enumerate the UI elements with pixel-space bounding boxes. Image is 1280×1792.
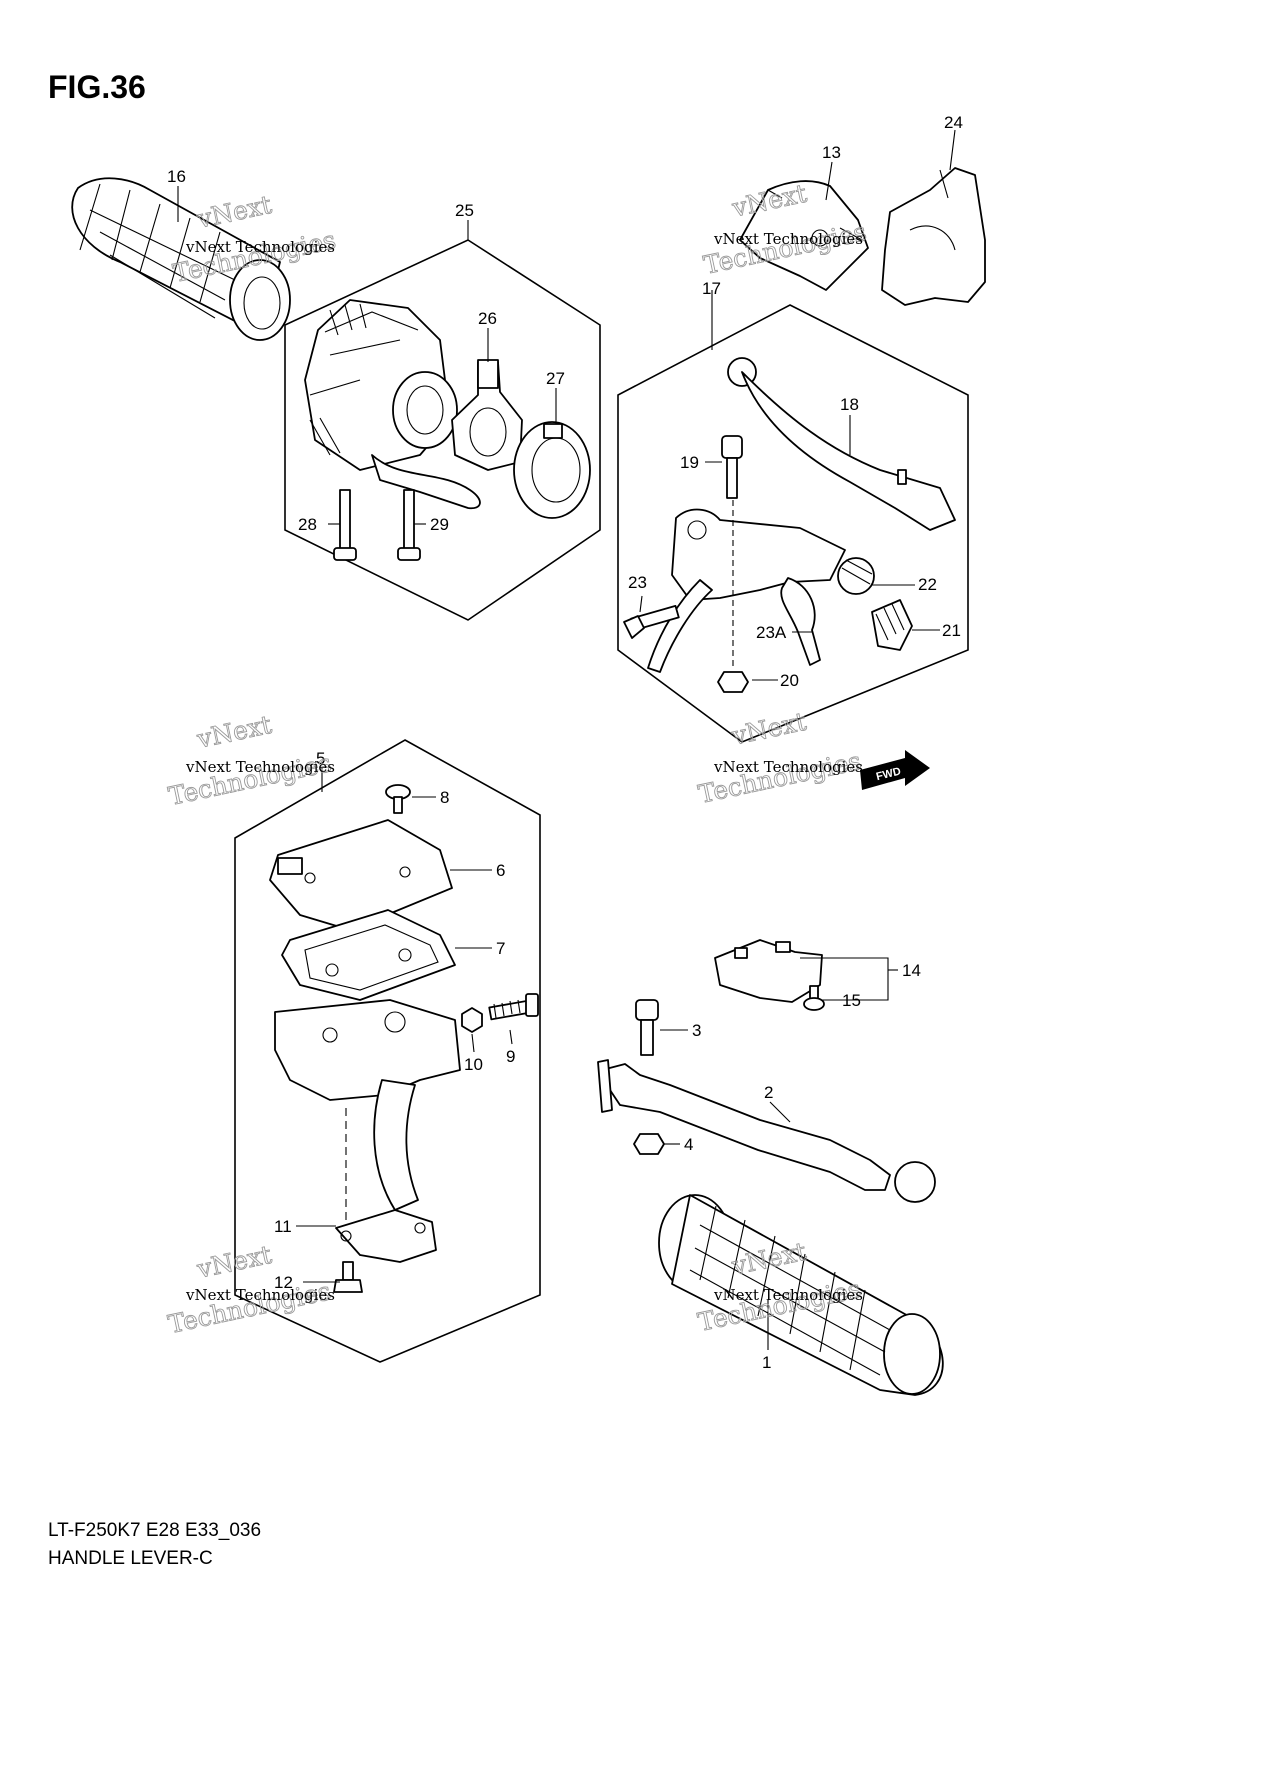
watermark-text: vNext Technologies [185, 238, 335, 256]
screw-15 [803, 985, 825, 1011]
master-cylinder-5 [274, 999, 461, 1211]
callout-23a: 23A [756, 623, 787, 642]
pivot-bolt-3 [635, 999, 659, 1056]
leader-lines [177, 129, 956, 1350]
callout-11: 11 [274, 1217, 292, 1236]
callout-4: 4 [684, 1135, 693, 1154]
watermark-text: vNext Technologies [185, 1286, 335, 1304]
watermark-text: vNext Technologies [185, 758, 335, 776]
callout-1: 1 [762, 1353, 771, 1372]
brake-lever-2 [597, 1059, 936, 1203]
model-code: LT-F250K7 E28 E33_036 [48, 1520, 261, 1541]
callout-13: 13 [822, 143, 841, 162]
bolt-12 [333, 1261, 363, 1293]
screw-29 [397, 489, 421, 561]
gasket-7 [281, 909, 456, 1001]
diagram-caption: HANDLE LEVER-C [48, 1548, 213, 1569]
adjuster-21 [871, 599, 913, 651]
cover-11 [335, 1209, 437, 1263]
callout-numbers: 16 25 26 27 28 29 13 24 17 18 19 20 21 2… [167, 113, 963, 1372]
group-outline-5 [234, 739, 541, 1363]
switch-housing-25 [304, 299, 481, 510]
bolt-23 [623, 604, 680, 639]
callout-15: 15 [842, 991, 861, 1010]
watermark-vnext: vNext [194, 1240, 274, 1284]
watermark-group: vNext Technologies vNext Technologies vN… [165, 178, 869, 1339]
callout-18: 18 [840, 395, 859, 414]
fwd-arrow-marker: FWD [860, 750, 930, 790]
callout-20: 20 [780, 671, 799, 690]
bolt-19 [721, 435, 743, 499]
cover-24 [881, 167, 986, 306]
nut-20 [717, 671, 749, 693]
watermark-vnext: vNext [728, 707, 808, 751]
cable-23a [780, 577, 821, 666]
watermark-text: vNext Technologies [713, 758, 863, 776]
reservoir-cap-6 [269, 819, 453, 931]
watermark-vnext: vNext [194, 710, 274, 754]
callout-7: 7 [496, 939, 505, 958]
bracket-13 [739, 180, 869, 291]
callout-12: 12 [274, 1273, 293, 1292]
callout-26: 26 [478, 309, 497, 328]
switch-14 [714, 939, 823, 1003]
callout-16: 16 [167, 167, 186, 186]
callout-2: 2 [764, 1083, 773, 1102]
callout-29: 29 [430, 515, 449, 534]
callout-24: 24 [944, 113, 963, 132]
callout-17: 17 [702, 279, 721, 298]
holder-17 [647, 508, 846, 673]
switch-ring-27 [513, 421, 591, 519]
screw-8 [385, 784, 411, 814]
callout-19: 19 [680, 453, 699, 472]
lever-18 [727, 357, 956, 531]
nut-10 [461, 1007, 483, 1033]
callout-3: 3 [692, 1021, 701, 1040]
watermark-text: vNext Technologies [713, 230, 863, 248]
watermark-technologies: Technologies [696, 746, 864, 809]
callout-14: 14 [902, 961, 921, 980]
callout-23: 23 [628, 573, 647, 592]
callout-10: 10 [464, 1055, 483, 1074]
callout-27: 27 [546, 369, 565, 388]
callout-6: 6 [496, 861, 505, 880]
fwd-label: FWD [875, 765, 902, 783]
screw-28 [333, 489, 357, 561]
callout-28: 28 [298, 515, 317, 534]
part-22 [837, 557, 875, 595]
bolt-9 [488, 993, 539, 1021]
nut-4 [633, 1133, 665, 1155]
grip-right-1 [658, 1194, 944, 1396]
switch-part-26 [451, 359, 523, 471]
callout-22: 22 [918, 575, 937, 594]
grip-left-16 [71, 177, 291, 341]
watermark-vnext: vNext [194, 190, 274, 234]
group-outline-25 [284, 239, 601, 621]
callout-5: 5 [316, 749, 325, 768]
callout-8: 8 [440, 788, 449, 807]
callout-21: 21 [942, 621, 961, 640]
group-outline-17 [617, 304, 969, 743]
watermark-text: vNext Technologies [713, 1286, 863, 1304]
figure-title: FIG.36 [48, 69, 146, 105]
callout-25: 25 [455, 201, 474, 220]
callout-9: 9 [506, 1047, 515, 1066]
